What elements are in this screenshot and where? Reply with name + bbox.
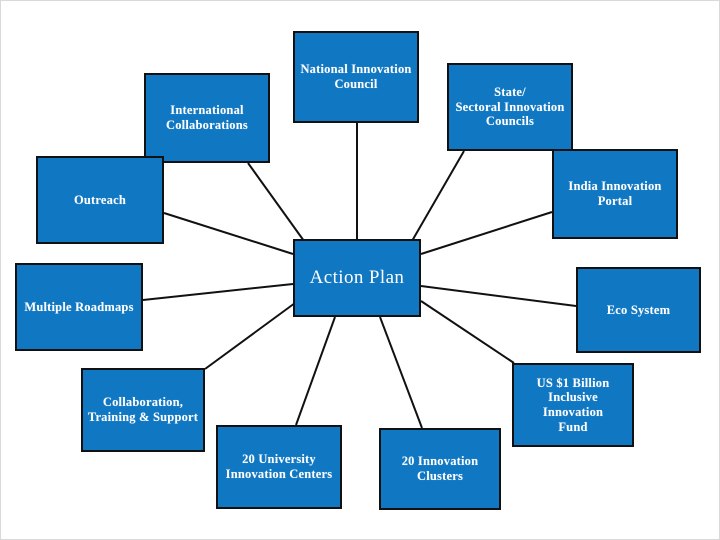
node-label: US $1 Billion Inclusive Innovation Fund bbox=[536, 375, 610, 434]
node-us-1-billion-inclusive-innovation-fund[interactable]: US $1 Billion Inclusive Innovation Fund bbox=[512, 363, 634, 447]
node-label: Outreach bbox=[73, 192, 127, 207]
edge-center-to-collaboration-training-support bbox=[204, 302, 296, 370]
node-label: Action Plan bbox=[309, 266, 405, 288]
node-india-innovation-portal[interactable]: India Innovation Portal bbox=[552, 149, 678, 239]
edge-center-to-eco-system bbox=[420, 285, 577, 307]
node-label: India Innovation Portal bbox=[568, 179, 662, 208]
node-label: National Innovation Council bbox=[300, 62, 412, 91]
edge-center-to-us-1-billion-inclusive-innovation-fund bbox=[420, 300, 515, 364]
node-outreach[interactable]: Outreach bbox=[36, 156, 164, 244]
node-label: State/ Sectoral Innovation Councils bbox=[455, 84, 565, 129]
node-label: 20 University Innovation Centers bbox=[225, 452, 333, 481]
node-label: Collaboration, Training & Support bbox=[87, 395, 199, 424]
node-state-sectoral-innovation-councils[interactable]: State/ Sectoral Innovation Councils bbox=[447, 63, 573, 151]
node-label: 20 Innovation Clusters bbox=[401, 454, 479, 483]
node-international-collaborations[interactable]: International Collaborations bbox=[144, 73, 270, 163]
edge-center-to-20-university-innovation-centers bbox=[295, 316, 336, 426]
node-label: Multiple Roadmaps bbox=[24, 299, 134, 314]
node-collaboration-training-support[interactable]: Collaboration, Training & Support bbox=[81, 368, 205, 452]
node-eco-system[interactable]: Eco System bbox=[576, 267, 701, 353]
node-national-innovation-council[interactable]: National Innovation Council bbox=[293, 31, 419, 123]
edge-center-to-state-sectoral-innovation-councils bbox=[411, 150, 465, 242]
edge-center-to-international-collaborations bbox=[247, 162, 305, 242]
edge-center-to-india-innovation-portal bbox=[420, 211, 553, 255]
node-center-action-plan[interactable]: Action Plan bbox=[293, 239, 421, 317]
node-20-university-innovation-centers[interactable]: 20 University Innovation Centers bbox=[216, 425, 342, 509]
edge-center-to-20-innovation-clusters bbox=[379, 316, 423, 429]
node-multiple-roadmaps[interactable]: Multiple Roadmaps bbox=[15, 263, 143, 351]
edge-center-to-outreach bbox=[163, 212, 294, 255]
node-label: Eco System bbox=[606, 302, 671, 317]
node-20-innovation-clusters[interactable]: 20 Innovation Clusters bbox=[379, 428, 501, 510]
node-label: International Collaborations bbox=[166, 103, 248, 132]
edge-center-to-multiple-roadmaps bbox=[142, 283, 294, 301]
